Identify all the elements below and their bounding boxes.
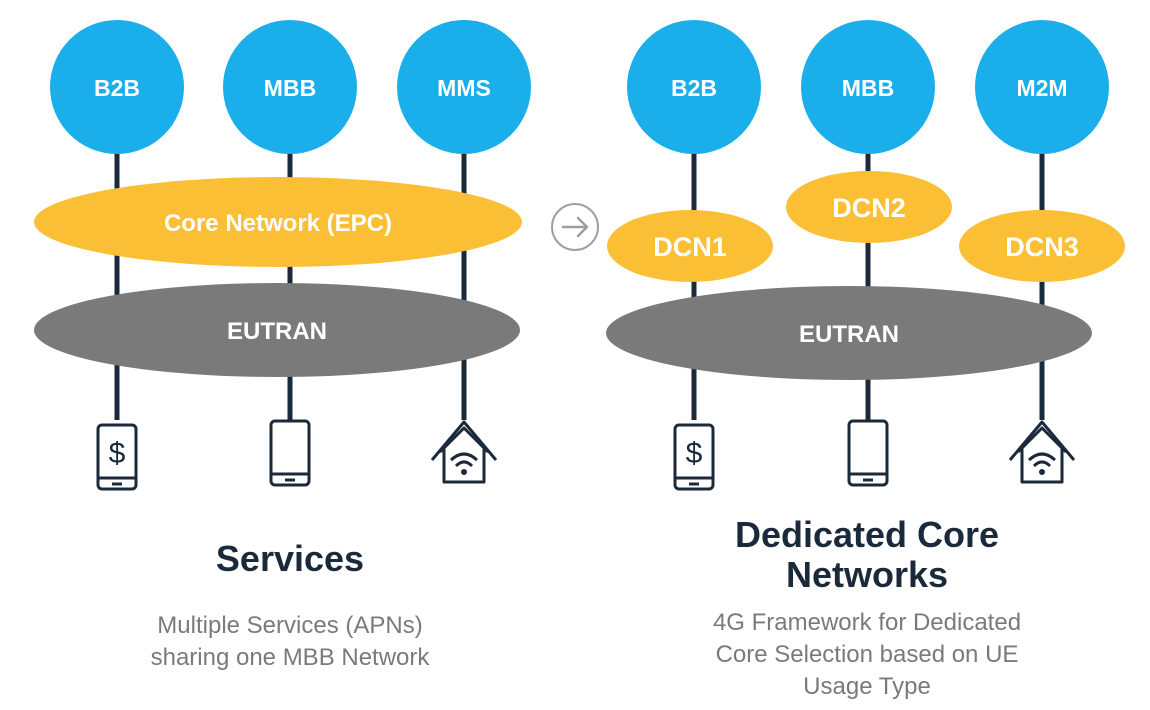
dcn2-core [786, 171, 952, 243]
right-service-b2b [627, 20, 761, 154]
left-eutran [34, 283, 520, 377]
payment-phone-icon [673, 423, 715, 491]
left-eutran-label: EUTRAN [227, 318, 327, 345]
dcn1-label: DCN1 [653, 232, 727, 262]
arrow-right-icon [551, 203, 599, 251]
left-service-b2b [50, 20, 184, 154]
smartphone-icon [269, 419, 311, 487]
right-service-b2b-label: B2B [671, 75, 717, 101]
left-diagram: B2B MBB MMS Core Network (EPC) EUTRAN [34, 20, 531, 491]
left-description-line-1: Multiple Services (APNs) [157, 612, 423, 639]
right-description-line-2: Core Selection based on UE [715, 641, 1019, 668]
payment-phone-icon [96, 423, 138, 491]
right-title-line-2: Networks [785, 554, 949, 595]
left-description: Multiple Services (APNs) sharing one MBB… [90, 610, 490, 674]
right-service-m2m [975, 20, 1109, 154]
right-diagram: B2B MBB M2M DCN1 DCN2 DCN3 EUTRAN [606, 20, 1125, 491]
right-title: Dedicated Core Networks [617, 515, 1117, 595]
right-service-mbb [801, 20, 935, 154]
left-core-network-label: Core Network (EPC) [164, 210, 392, 237]
smart-home-icon [430, 420, 498, 484]
right-service-m2m-label: M2M [1016, 75, 1067, 101]
right-eutran-label: EUTRAN [799, 321, 899, 348]
smartphone-icon [847, 419, 889, 487]
left-service-mms-label: MMS [437, 75, 491, 101]
dcn3-label: DCN3 [1005, 232, 1079, 262]
left-description-line-2: sharing one MBB Network [150, 644, 430, 671]
right-title-line-1: Dedicated Core [734, 514, 1000, 555]
left-core-network [34, 177, 522, 267]
right-description-line-1: 4G Framework for Dedicated [712, 609, 1022, 636]
right-description-line-3: Usage Type [803, 673, 931, 700]
left-title: Services [215, 538, 365, 579]
dcn3-core [959, 210, 1125, 282]
smart-home-icon [1008, 420, 1076, 484]
left-service-mbb [223, 20, 357, 154]
dcn1-core [607, 210, 773, 282]
right-service-mbb-label: MBB [842, 75, 894, 101]
left-service-b2b-label: B2B [94, 75, 140, 101]
right-description: 4G Framework for Dedicated Core Selectio… [617, 607, 1117, 703]
right-eutran [606, 286, 1092, 380]
dcn2-label: DCN2 [832, 193, 906, 223]
left-service-mms [397, 20, 531, 154]
left-service-mbb-label: MBB [264, 75, 316, 101]
